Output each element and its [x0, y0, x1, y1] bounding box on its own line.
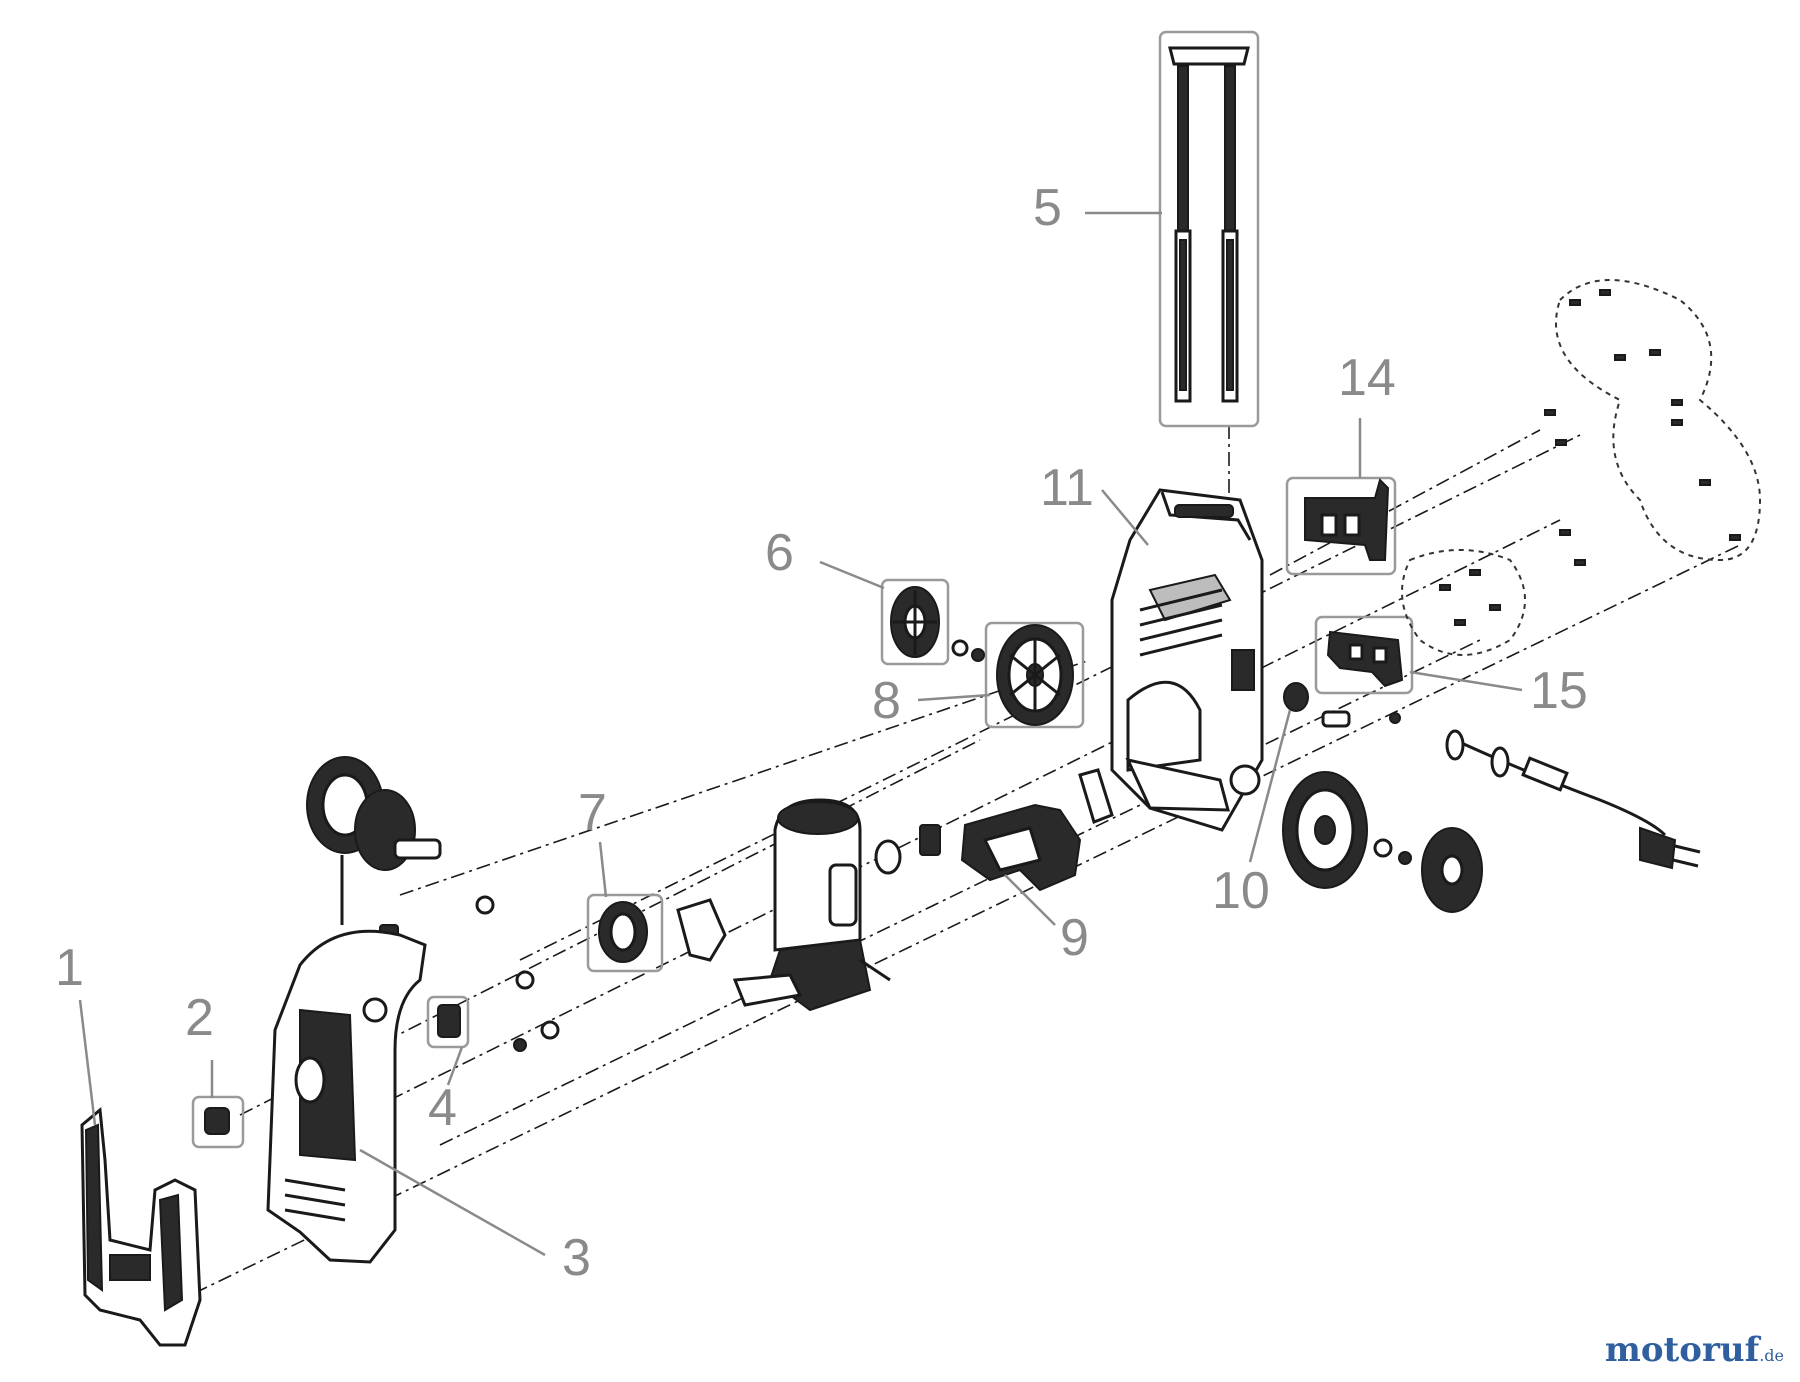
- callout-14: 14: [1338, 349, 1396, 478]
- callout-15: 15: [1409, 662, 1588, 720]
- part-hose-reel: [306, 756, 442, 925]
- part-small-clip-9a: [874, 768, 1114, 875]
- callout-label-10: 10: [1212, 862, 1270, 920]
- callout-5: 5: [1033, 179, 1162, 237]
- callout-2: 2: [185, 989, 214, 1098]
- part-3-front-housing: [266, 929, 427, 1264]
- part-rear-wheel: [1282, 771, 1483, 913]
- callout-10: 10: [1212, 709, 1292, 920]
- watermark-text: motoruf: [1604, 1330, 1760, 1370]
- watermark-suffix: .de: [1759, 1346, 1784, 1365]
- part-motor-pump: [732, 798, 891, 1012]
- callout-label-3: 3: [562, 1229, 591, 1287]
- assembly-axes: [169, 425, 1741, 1306]
- callout-label-6: 6: [765, 524, 794, 582]
- part-power-cable-plug: [1445, 729, 1701, 870]
- callout-11: 11: [1040, 459, 1149, 546]
- part-10-small-fittings: [1283, 682, 1401, 728]
- watermark-logo: motoruf.de: [1605, 1330, 1784, 1370]
- callout-label-9: 9: [1060, 909, 1089, 967]
- callout-label-4: 4: [428, 1079, 457, 1137]
- part-1-front-cover: [80, 1107, 202, 1347]
- part-8-wheel: [951, 621, 1085, 729]
- part-15-clip: [1314, 615, 1414, 695]
- part-7-seal: [586, 893, 727, 973]
- callout-9: 9: [1004, 874, 1089, 967]
- housing-ribs: [1139, 588, 1223, 657]
- callout-label-2: 2: [185, 989, 214, 1047]
- part-6-hub-cap: [880, 578, 950, 666]
- screw-set-outline: [1401, 279, 1762, 656]
- part-5-telescopic-handle: [1158, 30, 1260, 428]
- callout-label-11: 11: [1040, 459, 1094, 517]
- callout-6: 6: [765, 524, 885, 590]
- part-9-cover: [960, 803, 1082, 892]
- callout-label-8: 8: [872, 672, 901, 730]
- callout-label-14: 14: [1338, 349, 1396, 407]
- callout-label-5: 5: [1033, 179, 1062, 237]
- front-housing-grille: [284, 1178, 346, 1222]
- callout-label-15: 15: [1530, 662, 1588, 720]
- callout-label-7: 7: [578, 784, 607, 842]
- part-2-knob: [191, 1095, 245, 1149]
- callout-7: 7: [578, 784, 608, 898]
- part-11-main-housing: [1110, 488, 1264, 832]
- callout-label-1: 1: [55, 939, 84, 997]
- part-14-bracket: [1285, 476, 1397, 576]
- screw-markers: [1439, 289, 1741, 626]
- callout-4: 4: [428, 1046, 464, 1137]
- callout-1: 1: [55, 939, 97, 1126]
- callout-3: 3: [359, 1148, 591, 1287]
- callout-8: 8: [872, 672, 991, 730]
